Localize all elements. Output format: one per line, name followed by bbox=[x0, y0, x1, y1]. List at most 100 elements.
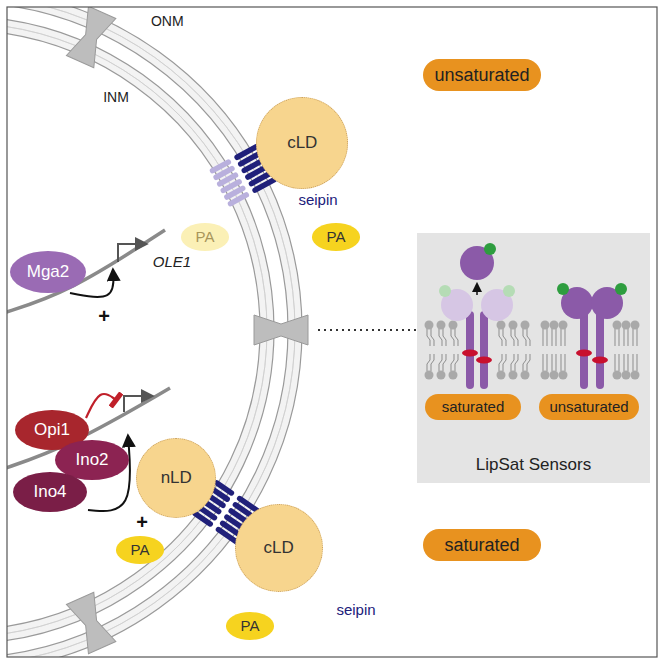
lipid-head bbox=[559, 371, 568, 380]
lipid-head bbox=[521, 321, 530, 330]
lipid-droplet: cLD bbox=[256, 97, 348, 189]
nuclear-pore bbox=[66, 7, 115, 68]
node-text: unsaturated bbox=[549, 398, 628, 415]
seipin-complex bbox=[213, 162, 247, 204]
lipid-tail bbox=[431, 354, 434, 371]
membrane-bilayer bbox=[7, 16, 274, 644]
fluorophore-faded bbox=[439, 285, 451, 297]
lipid-tail bbox=[523, 354, 526, 371]
nuclear-pore bbox=[254, 315, 308, 345]
sensor-residue bbox=[476, 357, 492, 364]
lipid-tail bbox=[427, 354, 430, 371]
dna-strand bbox=[7, 230, 165, 314]
seipin-subunit bbox=[195, 514, 210, 524]
lipid-tail bbox=[499, 329, 502, 346]
lipid-tail bbox=[527, 329, 530, 346]
saturation-pill: unsaturated bbox=[539, 394, 639, 420]
lipid-tail bbox=[527, 354, 530, 371]
node-text: Mga2 bbox=[27, 262, 70, 282]
node-text: nLD bbox=[161, 468, 192, 488]
lipid-head bbox=[425, 321, 434, 330]
seipin-subunit bbox=[255, 180, 274, 191]
saturation-pill: saturated bbox=[423, 529, 541, 561]
gene-promoter-arrow bbox=[124, 396, 152, 412]
lipid-tail bbox=[515, 354, 518, 371]
lipid-tail bbox=[439, 329, 442, 346]
fluorophore bbox=[615, 283, 627, 295]
lipid-head bbox=[622, 321, 631, 330]
membrane-label: INM bbox=[103, 89, 129, 105]
protein-label: seipin bbox=[298, 191, 337, 208]
node-text: saturated bbox=[442, 398, 505, 415]
lipid-tail bbox=[543, 354, 544, 371]
membrane-midline bbox=[7, 23, 267, 637]
lipid-tail bbox=[552, 354, 553, 371]
lipid-tail bbox=[543, 329, 544, 346]
lipid-head bbox=[521, 371, 530, 380]
activation-sign: + bbox=[98, 305, 110, 328]
activation-sign: + bbox=[136, 511, 148, 534]
node-text: PA bbox=[241, 617, 260, 634]
fluorophore-faded bbox=[503, 285, 515, 297]
lipid-head bbox=[497, 371, 506, 380]
saturation-pill: saturated bbox=[425, 394, 521, 420]
node-text: Opi1 bbox=[34, 420, 70, 440]
lipid-tail bbox=[552, 329, 553, 346]
node-text: LipSat Sensors bbox=[476, 455, 591, 475]
gene-promoter-arrow bbox=[118, 244, 146, 262]
lipid-droplet: cLD bbox=[235, 504, 323, 592]
lipid-tail bbox=[637, 329, 638, 346]
node-text: PA bbox=[196, 228, 215, 245]
pa-lipid: PA bbox=[226, 612, 274, 639]
inhibition-arrow bbox=[86, 394, 116, 418]
lipid-tail bbox=[619, 354, 620, 371]
lipid-head bbox=[425, 371, 434, 380]
sensor-residue bbox=[592, 357, 608, 364]
lipid-head bbox=[449, 321, 458, 330]
lipid-tail bbox=[619, 329, 620, 346]
lipid-tail bbox=[637, 354, 638, 371]
lipid-tail bbox=[523, 329, 526, 346]
lipid-tail bbox=[503, 354, 506, 371]
lipid-tail bbox=[628, 329, 629, 346]
lipid-tail bbox=[561, 329, 562, 346]
saturation-pill: unsaturated bbox=[423, 59, 541, 91]
lipid-head bbox=[631, 371, 640, 380]
seipin-subunit bbox=[231, 195, 247, 204]
lipid-tail bbox=[547, 329, 548, 346]
lipid-head bbox=[437, 371, 446, 380]
lipid-tail bbox=[451, 354, 454, 371]
node-text: PA bbox=[131, 541, 150, 558]
fluorophore bbox=[484, 243, 496, 255]
lipid-head bbox=[613, 321, 622, 330]
node-text: cLD bbox=[287, 133, 317, 153]
sensor-panel: LipSat Sensors saturated unsaturated bbox=[417, 233, 650, 483]
lipid-tail bbox=[624, 354, 625, 371]
lipid-tail bbox=[431, 329, 434, 346]
lipid-tail bbox=[511, 329, 514, 346]
node-text: Ino4 bbox=[33, 482, 66, 502]
lipid-head bbox=[559, 321, 568, 330]
lipsat-sensor-drawing bbox=[417, 233, 650, 483]
lipid-tail bbox=[615, 329, 616, 346]
lipid-head bbox=[550, 371, 559, 380]
lipid-head bbox=[622, 371, 631, 380]
lipid-tail bbox=[565, 329, 566, 346]
lipid-tail bbox=[615, 354, 616, 371]
lipid-tail bbox=[427, 329, 430, 346]
lipid-tail bbox=[633, 354, 634, 371]
lipid-head bbox=[550, 321, 559, 330]
node-text: saturated bbox=[444, 535, 519, 556]
sensor-helix bbox=[596, 311, 604, 389]
lipid-tail bbox=[624, 329, 625, 346]
nuclear-pore bbox=[66, 592, 115, 654]
pa-lipid: PA bbox=[116, 536, 164, 563]
lipid-tail bbox=[451, 329, 454, 346]
lipid-tail bbox=[443, 354, 446, 371]
lipid-tail bbox=[556, 329, 557, 346]
sensor-residue bbox=[576, 350, 592, 357]
pa-lipid: PA bbox=[312, 223, 360, 250]
node-text: Ino2 bbox=[75, 450, 108, 470]
lipid-tail bbox=[499, 354, 502, 371]
lipid-head bbox=[541, 321, 550, 330]
